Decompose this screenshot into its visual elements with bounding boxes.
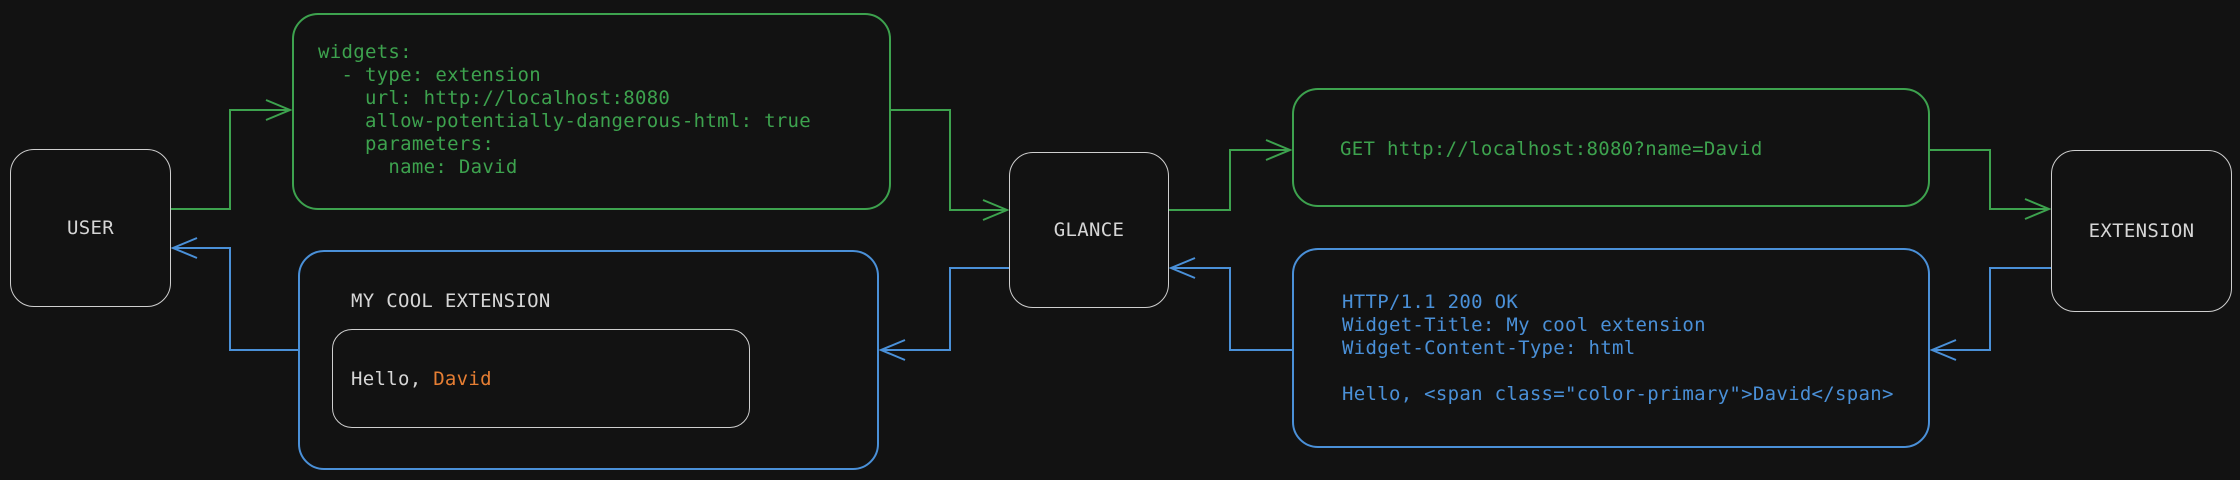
node-extension: EXTENSION xyxy=(2051,150,2232,312)
node-user-label: USER xyxy=(67,217,114,239)
node-glance-label: GLANCE xyxy=(1053,219,1125,241)
http-request-box: GET http://localhost:8080?name=David xyxy=(1292,88,1930,207)
node-glance: GLANCE xyxy=(1009,152,1169,308)
arrow-user-to-config xyxy=(171,99,293,210)
arrow-extension-to-response xyxy=(1929,267,2051,361)
http-response-text: HTTP/1.1 200 OK Widget-Title: My cool ex… xyxy=(1342,291,1894,405)
node-user: USER xyxy=(10,149,171,307)
arrow-request-to-extension xyxy=(1930,149,2052,220)
widget-title: MY COOL EXTENSION xyxy=(351,290,551,312)
node-extension-label: EXTENSION xyxy=(2088,220,2195,242)
widget-preview-box: MY COOL EXTENSION Hello, David xyxy=(298,250,879,470)
arrow-config-to-glance xyxy=(891,109,1010,221)
arrow-glance-to-request xyxy=(1169,139,1293,211)
arrow-glance-to-widget xyxy=(878,267,1009,361)
arrow-widget-to-user xyxy=(170,237,298,351)
greeting-name: David xyxy=(433,367,492,390)
http-response-box: HTTP/1.1 200 OK Widget-Title: My cool ex… xyxy=(1292,248,1930,448)
config-yaml-box: widgets: - type: extension url: http://l… xyxy=(292,13,891,210)
widget-content-box: Hello, David xyxy=(332,329,750,428)
arrow-response-to-glance xyxy=(1168,257,1292,351)
config-yaml-text: widgets: - type: extension url: http://l… xyxy=(318,41,812,178)
http-request-text: GET http://localhost:8080?name=David xyxy=(1340,138,1763,160)
greeting-prefix: Hello, xyxy=(351,367,434,390)
